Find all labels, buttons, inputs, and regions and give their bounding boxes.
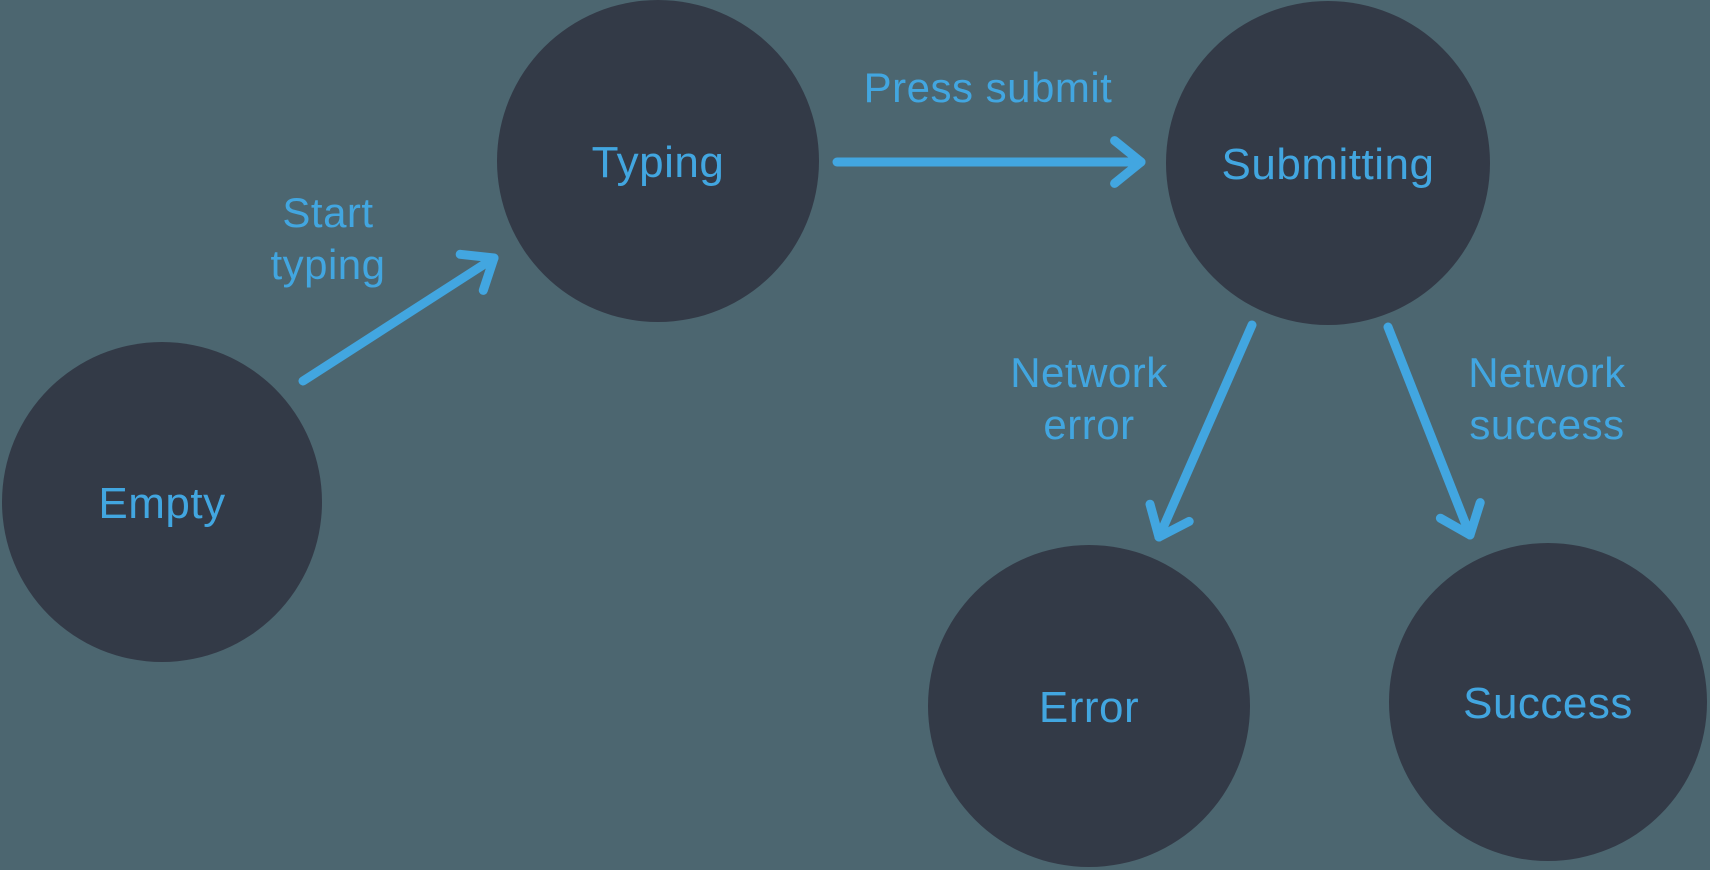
state-label-success: Success bbox=[1463, 679, 1633, 728]
edge-network-error: Network error bbox=[1010, 320, 1257, 542]
arrowhead-network-error-icon bbox=[1145, 499, 1194, 542]
arrowhead-press-submit-icon bbox=[1110, 136, 1146, 188]
state-circle-empty bbox=[2, 342, 322, 662]
edge-press-submit: Press submit bbox=[832, 64, 1146, 188]
arrowhead-start-typing-icon bbox=[455, 249, 499, 295]
arrow-network-success bbox=[1383, 322, 1475, 540]
arrow-network-error bbox=[1154, 320, 1257, 542]
edge-label-start-typing-line2: typing bbox=[270, 241, 385, 288]
arrowhead-network-success-icon bbox=[1435, 498, 1485, 540]
state-circle-typing bbox=[497, 0, 819, 322]
state-label-empty: Empty bbox=[98, 479, 225, 528]
edge-label-network-error-line2: error bbox=[1043, 401, 1134, 448]
state-node-empty: Empty bbox=[2, 342, 322, 662]
state-circle-error bbox=[928, 545, 1250, 867]
state-label-submitting: Submitting bbox=[1222, 140, 1435, 189]
edge-label-press-submit: Press submit bbox=[864, 64, 1113, 111]
edge-start-typing: Start typing bbox=[270, 189, 499, 386]
state-node-typing: Typing bbox=[497, 0, 819, 322]
edge-label-start-typing-line1: Start bbox=[282, 189, 373, 236]
state-label-typing: Typing bbox=[592, 138, 725, 187]
state-circle-success bbox=[1389, 543, 1707, 861]
arrow-start-typing bbox=[298, 253, 499, 386]
edge-label-network-success-line1: Network bbox=[1468, 349, 1626, 396]
edge-network-success: Network success bbox=[1383, 322, 1626, 540]
state-node-error: Error bbox=[928, 545, 1250, 867]
edge-label-network-success-line2: success bbox=[1469, 401, 1624, 448]
state-label-error: Error bbox=[1039, 683, 1139, 732]
edge-label-network-error-line1: Network bbox=[1010, 349, 1168, 396]
state-node-success: Success bbox=[1389, 543, 1707, 861]
state-node-submitting: Submitting bbox=[1166, 1, 1490, 325]
state-circle-submitting bbox=[1166, 1, 1490, 325]
